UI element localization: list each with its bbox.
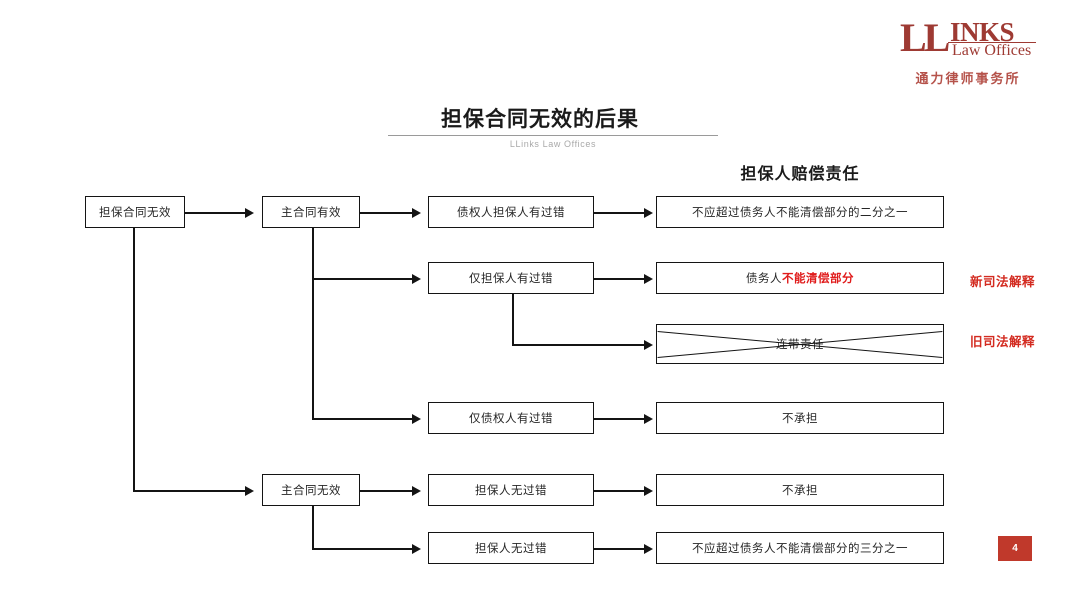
connector-cond5-to-outcome6 xyxy=(594,548,644,550)
outcome-text: 不承担 xyxy=(782,483,818,497)
logo-chinese-text: 通力律师事务所 xyxy=(915,72,1021,87)
node-outcome-unpaid-portion[interactable]: 债务人不能清偿部分 xyxy=(656,262,944,294)
connector-branch1-drop xyxy=(312,228,314,420)
connector-root-to-branch1 xyxy=(185,212,245,214)
connector-branch1-to-cond1 xyxy=(360,212,412,214)
connector-cond2-drop xyxy=(512,294,514,346)
connector-cond4-to-outcome5 xyxy=(594,490,644,492)
outcome-text: 连带责任 xyxy=(776,337,824,351)
connector-cond2-to-outcome3 xyxy=(512,344,644,346)
title-divider xyxy=(388,135,718,136)
arrowhead-branch2-to-cond4 xyxy=(412,486,421,496)
outcome-text: 不应超过债务人不能清偿部分的二分之一 xyxy=(692,205,908,219)
connector-branch1-to-cond3 xyxy=(312,418,412,420)
connector-branch2-to-cond5 xyxy=(312,548,412,550)
node-condition-only-creditor-at-fault[interactable]: 仅债权人有过错 xyxy=(428,402,594,434)
node-outcome-third-of-unpaid-portion[interactable]: 不应超过债务人不能清偿部分的三分之一 xyxy=(656,532,944,564)
arrowhead-branch1-to-cond2 xyxy=(412,274,421,284)
outcome-text: 不承担 xyxy=(782,411,818,425)
node-outcome-no-liability-1[interactable]: 不承担 xyxy=(656,402,944,434)
connector-branch1-to-cond2 xyxy=(312,278,412,280)
connector-cond2-to-outcome2 xyxy=(594,278,644,280)
arrowhead-branch1-to-cond3 xyxy=(412,414,421,424)
node-outcome-half-of-unpaid-portion[interactable]: 不应超过债务人不能清偿部分的二分之一 xyxy=(656,196,944,228)
outcome-text: 不应超过债务人不能清偿部分的三分之一 xyxy=(692,541,908,555)
node-condition-creditor-and-guarantor-at-fault[interactable]: 债权人担保人有过错 xyxy=(428,196,594,228)
logo-wordmark: LL INKS Law Offices xyxy=(898,18,1038,62)
logo-inks-text: INKS xyxy=(950,17,1015,47)
arrowhead-root-to-branch2 xyxy=(245,486,254,496)
connector-cond1-to-outcome1 xyxy=(594,212,644,214)
connector-root-to-branch2 xyxy=(133,490,245,492)
page-number-badge: 4 xyxy=(998,536,1032,561)
annotation-old-judicial-interpretation: 旧司法解释 xyxy=(970,334,1036,349)
logo-divider xyxy=(948,42,1036,43)
node-root-guarantee-contract-invalid[interactable]: 担保合同无效 xyxy=(85,196,185,228)
column-header-liability: 担保人赔偿责任 xyxy=(740,164,860,183)
logo-ll-text: LL xyxy=(900,15,950,60)
logo-law-offices-text: Law Offices xyxy=(952,42,1032,59)
arrowhead-cond1-to-outcome1 xyxy=(644,208,653,218)
node-branch-main-contract-valid[interactable]: 主合同有效 xyxy=(262,196,360,228)
node-outcome-no-liability-2[interactable]: 不承担 xyxy=(656,474,944,506)
node-condition-guarantor-not-at-fault-1[interactable]: 担保人无过错 xyxy=(428,474,594,506)
arrowhead-cond3-to-outcome4 xyxy=(644,414,653,424)
arrowhead-cond4-to-outcome5 xyxy=(644,486,653,496)
connector-branch2-to-cond4 xyxy=(360,490,412,492)
slide-title: 担保合同无效的后果 xyxy=(441,107,639,131)
node-branch-main-contract-invalid[interactable]: 主合同无效 xyxy=(262,474,360,506)
node-outcome-joint-liability-struck[interactable]: 连带责任 xyxy=(656,324,944,364)
connector-cond3-to-outcome4 xyxy=(594,418,644,420)
connector-root-drop xyxy=(133,228,135,492)
outcome-text-highlight: 不能清偿部分 xyxy=(782,271,854,285)
arrowhead-root-to-branch1 xyxy=(245,208,254,218)
llinks-logo: LL INKS Law Offices 通力律师事务所 xyxy=(898,18,1038,90)
annotation-new-judicial-interpretation: 新司法解释 xyxy=(970,274,1036,289)
arrowhead-branch2-to-cond5 xyxy=(412,544,421,554)
arrowhead-cond5-to-outcome6 xyxy=(644,544,653,554)
node-condition-guarantor-not-at-fault-2[interactable]: 担保人无过错 xyxy=(428,532,594,564)
node-condition-only-guarantor-at-fault[interactable]: 仅担保人有过错 xyxy=(428,262,594,294)
arrowhead-cond2-to-outcome2 xyxy=(644,274,653,284)
connector-branch2-drop xyxy=(312,506,314,550)
arrowhead-cond2-to-outcome3 xyxy=(644,340,653,350)
arrowhead-branch1-to-cond1 xyxy=(412,208,421,218)
slide-subtitle: LLinks Law Offices xyxy=(509,139,597,149)
outcome-text-prefix: 债务人 xyxy=(746,271,782,285)
